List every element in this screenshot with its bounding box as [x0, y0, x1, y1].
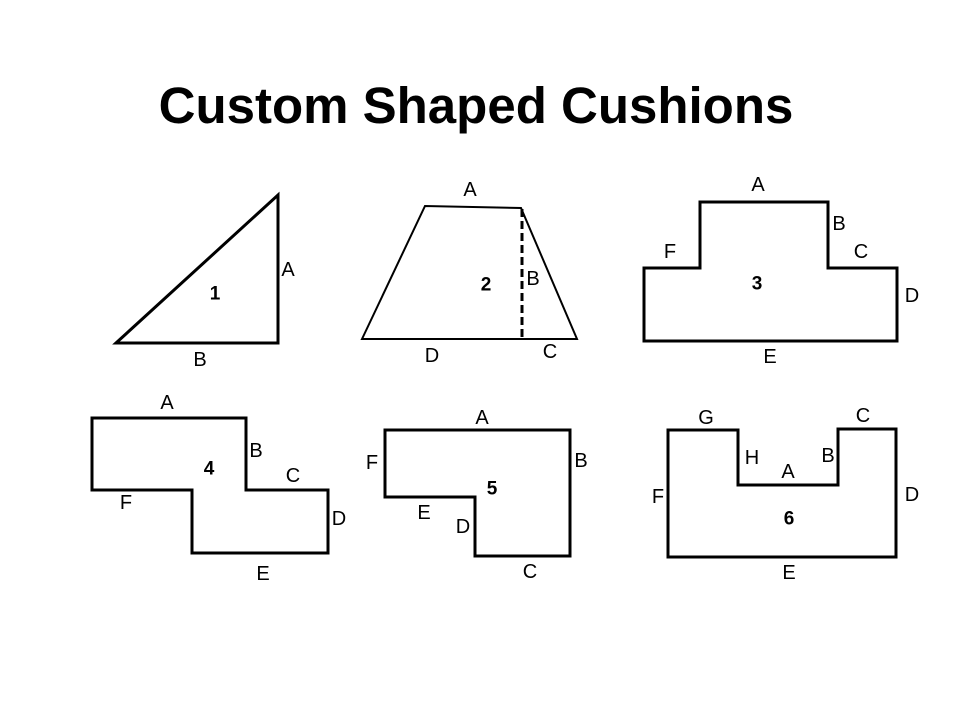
shape-number: 5	[487, 479, 498, 500]
side-label: D	[456, 516, 470, 538]
side-label: C	[543, 341, 557, 363]
side-label: E	[782, 562, 795, 584]
shape-1: 1 A B	[112, 191, 295, 371]
side-label: D	[332, 508, 346, 530]
side-label: C	[523, 561, 537, 583]
side-label: F	[120, 492, 132, 514]
side-label: B	[193, 349, 206, 371]
side-label: G	[698, 407, 714, 429]
side-label: D	[905, 285, 919, 307]
side-label: D	[425, 345, 439, 367]
shape-number: 6	[784, 509, 795, 530]
side-label: E	[256, 563, 269, 585]
side-label: A	[463, 179, 477, 201]
side-label: E	[763, 346, 776, 368]
side-label: D	[905, 484, 919, 506]
side-label: C	[856, 405, 870, 427]
shape-number: 3	[752, 274, 763, 295]
shape-6: 6 A B C D E F G H	[652, 405, 919, 584]
shape-number: 1	[210, 284, 221, 305]
shape-2: 2 A B C D	[360, 179, 579, 367]
page-title: Custom Shaped Cushions	[158, 77, 794, 134]
side-label: F	[366, 452, 378, 474]
l-shape-outline	[383, 428, 572, 558]
shape-5: 5 A B C D E F	[366, 407, 588, 583]
side-label: C	[286, 465, 300, 487]
side-label: B	[526, 268, 539, 290]
u-shape-outline	[666, 427, 898, 559]
side-label: A	[751, 174, 765, 196]
side-label: B	[574, 450, 587, 472]
side-label: A	[781, 461, 795, 483]
triangle-outline	[112, 191, 280, 345]
side-label: C	[854, 241, 868, 263]
side-label: F	[664, 241, 676, 263]
side-label: E	[417, 502, 430, 524]
t-shape-outline	[642, 200, 899, 343]
side-label: A	[160, 392, 174, 414]
side-label: B	[249, 440, 262, 462]
side-label: A	[281, 259, 295, 281]
side-label: B	[832, 213, 845, 235]
trapezoid-outline	[360, 204, 579, 340]
side-label: B	[821, 445, 834, 467]
side-label: H	[745, 447, 759, 469]
side-label: A	[475, 407, 489, 429]
side-label: F	[652, 486, 664, 508]
shape-number: 4	[204, 459, 215, 480]
z-shape-outline	[90, 416, 330, 555]
shape-3: 3 A B C D E F	[642, 174, 919, 368]
shape-number: 2	[481, 275, 492, 296]
shape-4: 4 A B C D E F	[90, 392, 346, 585]
